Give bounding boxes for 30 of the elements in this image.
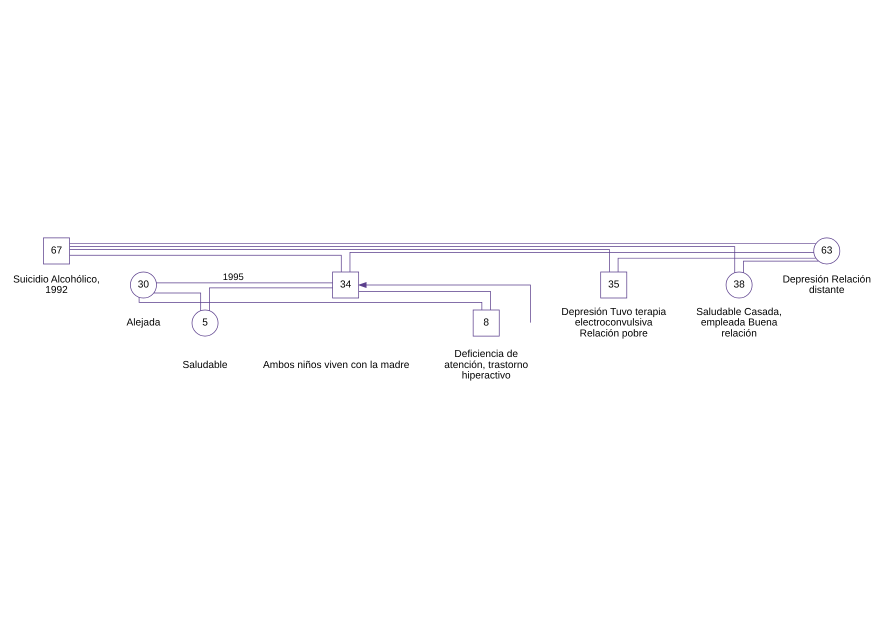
node-circle: 38 (726, 272, 752, 298)
node-label: Saludable (182, 360, 228, 371)
node-label: Suicidio Alcohólico, 1992 (13, 274, 100, 296)
node-label: Alejada (126, 318, 160, 329)
connector (350, 252, 814, 272)
connector (618, 258, 816, 272)
node-box: 8 (472, 310, 500, 336)
node-box: 35 (600, 272, 628, 298)
node-box: 34 (332, 272, 360, 298)
label: Ambos niños viven con la madre (263, 360, 410, 371)
connector (156, 282, 333, 284)
node-box: 67 (43, 238, 70, 264)
node-circle: 63 (813, 238, 840, 264)
connector (69, 254, 342, 272)
arrow (358, 282, 531, 323)
connector (358, 291, 491, 310)
node-label: Deficiencia de atención, trastorno hiperactivo (444, 348, 528, 382)
node-circle: 30 (130, 272, 157, 298)
connector (69, 243, 816, 244)
edge-label: 1995 (222, 271, 244, 282)
node-label: Depresión Tuvo terapia electroconvulsiva Relación pobre (561, 306, 666, 340)
connector (209, 288, 333, 311)
node-label: Saludable Casada, empleada Buena relación (696, 306, 782, 340)
connector (69, 246, 736, 273)
node-circle: 5 (192, 310, 218, 336)
connector (138, 297, 482, 310)
node-label: Depresión Relación distante (782, 274, 871, 296)
connector (69, 249, 610, 272)
connector (154, 292, 202, 311)
connector (743, 260, 819, 273)
